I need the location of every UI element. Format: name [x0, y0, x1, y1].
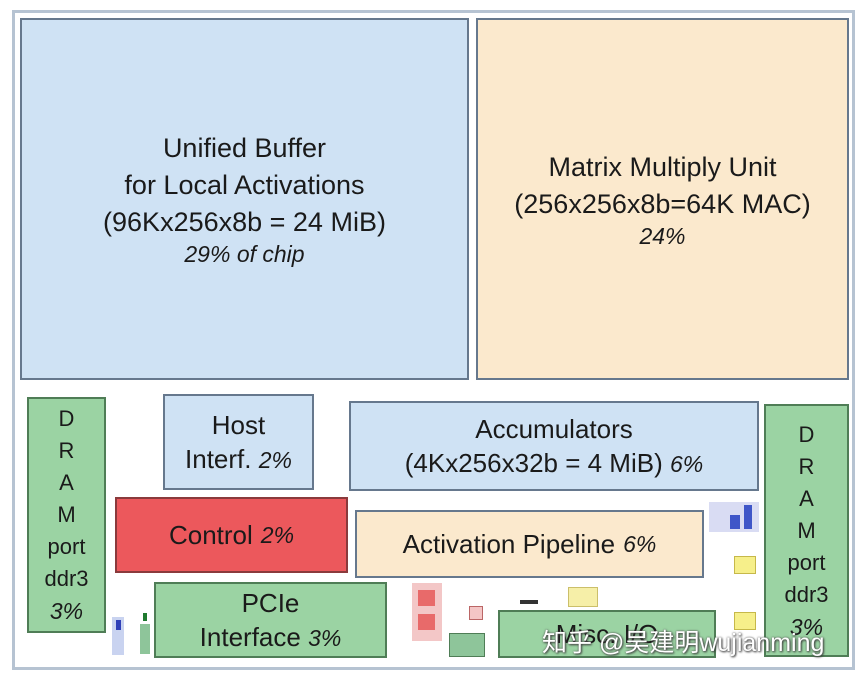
- dram-left-port: port: [47, 534, 86, 559]
- accumulators-title: Accumulators: [475, 413, 633, 444]
- activation-pipeline-share: 6%: [623, 530, 657, 557]
- tiny-block: [112, 617, 124, 655]
- dram-right-letter: A: [799, 485, 814, 511]
- activation-pipeline-block: Activation Pipeline 6%: [355, 510, 704, 578]
- misc-io-label: Misc. I/O: [555, 619, 659, 649]
- host-interface-label: Interf.: [185, 443, 252, 474]
- dram-right-letter: R: [798, 453, 815, 479]
- dram-right-share: 3%: [789, 613, 824, 640]
- unified-buffer-block: Unified Buffer for Local Activations (96…: [20, 18, 469, 380]
- accumulators-block: Accumulators (4Kx256x32b = 4 MiB) 6%: [349, 401, 759, 491]
- dram-left-letter: R: [58, 438, 75, 463]
- dram-left-letter: A: [59, 470, 74, 495]
- dram-left-letter: M: [57, 502, 76, 527]
- control-label: Control: [168, 520, 253, 550]
- tiny-block: [143, 613, 147, 621]
- unified-buffer-size: (96Kx256x8b = 24 MiB): [103, 207, 386, 237]
- dram-port-right-block: D R A M port ddr3 3%: [764, 404, 849, 657]
- dram-left-share: 3%: [49, 598, 84, 624]
- matrix-unit-title: Matrix Multiply Unit: [548, 151, 777, 182]
- dram-right-port: port: [787, 549, 826, 575]
- unified-buffer-title: Unified Buffer: [162, 133, 327, 163]
- tiny-block: [418, 614, 435, 630]
- host-interface-share: 2%: [258, 446, 292, 473]
- host-interface-block: Host Interf. 2%: [163, 394, 314, 490]
- dram-port-left-block: D R A M port ddr3 3%: [27, 397, 106, 633]
- misc-io-block: Misc. I/O: [498, 610, 716, 658]
- tiny-block: [140, 624, 150, 654]
- dram-right-letter: M: [797, 517, 816, 543]
- tiny-block: [568, 587, 598, 607]
- tiny-block: [734, 556, 756, 574]
- matrix-multiply-unit-block: Matrix Multiply Unit (256x256x8b=64K MAC…: [476, 18, 849, 380]
- dram-left-letter: D: [58, 406, 75, 431]
- pcie-title: PCIe: [241, 587, 300, 618]
- pcie-line2: Interface 3%: [200, 620, 342, 655]
- accumulators-line2: (4Kx256x32b = 4 MiB) 6%: [405, 446, 703, 481]
- pcie-label: Interface: [199, 621, 301, 652]
- control-share: 2%: [260, 521, 295, 548]
- tiny-block: [730, 515, 740, 529]
- tiny-block: [744, 505, 752, 529]
- pcie-interface-block: PCIe Interface 3%: [154, 582, 387, 658]
- pcie-share: 3%: [308, 624, 342, 651]
- control-block: Control 2%: [115, 497, 348, 573]
- host-interface-title: Host: [211, 409, 266, 440]
- matrix-unit-size: (256x256x8b=64K MAC): [514, 188, 811, 219]
- tiny-block: [734, 612, 756, 630]
- dram-left-type: ddr3: [44, 566, 89, 591]
- tiny-block: [520, 600, 538, 604]
- accumulators-size: (4Kx256x32b = 4 MiB): [404, 447, 663, 478]
- tiny-block: [449, 633, 485, 657]
- activation-pipeline-label: Activation Pipeline: [402, 529, 616, 559]
- unified-buffer-share: 29% of chip: [184, 241, 305, 267]
- host-interface-line2: Interf. 2%: [185, 442, 292, 477]
- unified-buffer-subtitle: for Local Activations: [124, 170, 365, 200]
- watermark-text: 知乎 @吴建明wujianming: [542, 629, 825, 657]
- tiny-block: [469, 606, 483, 620]
- matrix-unit-share: 24%: [639, 222, 686, 249]
- dram-right-letter: D: [798, 421, 815, 447]
- tiny-block: [418, 590, 435, 606]
- accumulators-share: 6%: [669, 450, 704, 477]
- dram-right-type: ddr3: [784, 581, 829, 607]
- tiny-block: [116, 620, 121, 630]
